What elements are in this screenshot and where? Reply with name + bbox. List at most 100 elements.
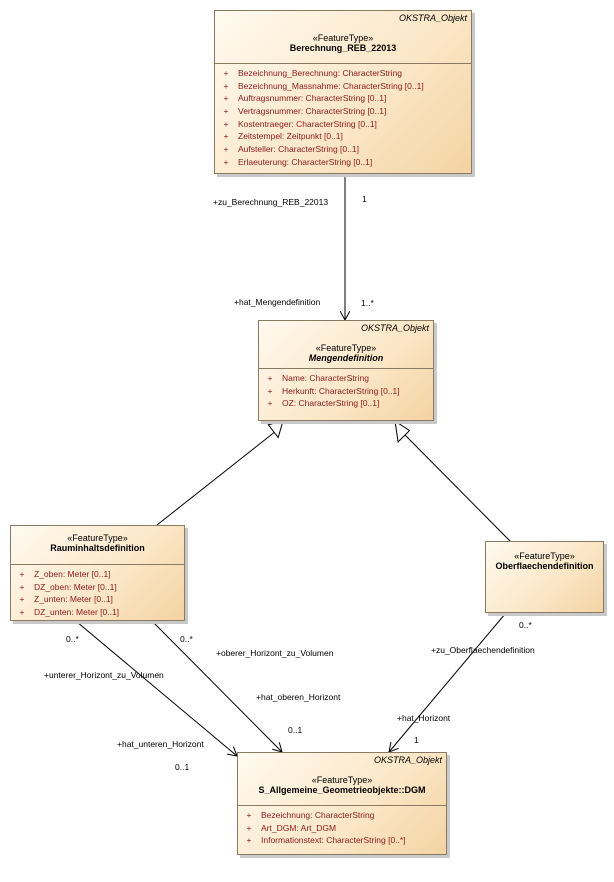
attribute-compartment: + Name: CharacterString + Herkunft: Charact… [259,368,433,410]
attribute-text: OZ: CharacterString [0..1] [282,398,380,409]
attribute-row[interactable]: + DZ_oben: Meter [0..1] [11,581,184,594]
role-hat-mengendefinition: +hat_Mengendefinition [234,297,321,307]
class-name: Rauminhaltsdefinition [50,543,145,553]
attribute-text: DZ_unten: Meter [0..1] [34,607,120,618]
attribute-text: Name: CharacterString [282,373,369,383]
attribute-row[interactable]: + Herkunft: CharacterString [0..1] [259,385,433,398]
attribute-compartment: + Z_oben: Meter [0..1] + DZ_oben: Meter [0.… [11,564,184,619]
attribute-row[interactable]: + Vertragsnummer: CharacterString [0..1] [215,105,471,118]
attribute-text: Z_oben: Meter [0..1] [34,569,111,579]
visibility-marker: + [246,835,252,846]
attribute-text: Aufsteller: CharacterString [0..1] [238,144,359,155]
multiplicity-label: 1 [414,735,419,745]
class-name: Berechnung_REB_22013 [289,43,397,53]
visibility-marker: + [267,385,273,396]
namespace-label: OKSTRA_Objekt [373,755,442,765]
multiplicity-label: 1 [362,194,367,204]
stereotype-label: «FeatureType» [312,33,374,43]
visibility-marker: + [223,144,229,155]
attribute-row[interactable]: + Bezeichnung_Berechnung: CharacterString [215,67,471,80]
attribute-text: Herkunft: CharacterString [0..1] [282,385,400,396]
attribute-row[interactable]: + Kostentraeger: CharacterString [0..1] [215,118,471,131]
attribute-compartment: + Bezeichnung: CharacterString + Art_DGM: A… [238,805,446,847]
multiplicity-label: 0..* [519,620,532,630]
stereotype-label: «FeatureType» [311,775,373,785]
multiplicity-label: 0..* [66,634,79,644]
class-name: Mengendefinition [308,353,384,363]
class-name: Oberflaechendefinition [495,561,594,571]
attribute-compartment: + Bezeichnung_Berechnung: CharacterString… [215,63,471,169]
class-oberflaechendefinition[interactable]: «FeatureType» Oberflaechendefinition [485,541,604,613]
generalization-arrowhead-left [267,420,284,439]
class-rauminhaltsdefinition[interactable]: «FeatureType» Rauminhaltsdefinition + Z_o… [10,525,185,621]
visibility-marker: + [223,68,229,78]
multiplicity-label: 0..* [180,634,193,644]
visibility-marker: + [267,373,273,383]
class-mengendefinition[interactable]: OKSTRA_Objekt «FeatureType» Mengendefini… [258,320,434,421]
role-unterer-horizont-zu-volumen: +unterer_Horizont_zu_Volumen [44,670,164,680]
attribute-text: Z_unten: Meter [0..1] [34,594,113,605]
visibility-marker: + [19,581,25,592]
visibility-marker: + [223,106,229,117]
role-hat-oberen-horizont: +hat_oberen_Horizont [256,692,341,702]
namespace-label: OKSTRA_Objekt [398,13,467,23]
visibility-marker: + [19,594,25,605]
visibility-marker: + [267,398,273,409]
role-hat-unteren-horizont: +hat_unteren_Horizont [117,739,204,749]
class-header: «FeatureType» Rauminhaltsdefinition [11,526,184,564]
attribute-text: Erlaeuterung: CharacterString [0..1] [238,156,373,167]
visibility-marker: + [223,156,229,167]
attribute-row[interactable]: + OZ: CharacterString [0..1] [259,397,433,410]
attribute-text: DZ_oben: Meter [0..1] [34,581,117,592]
attribute-row[interactable]: + DZ_unten: Meter [0..1] [11,606,184,619]
attribute-text: Bezeichnung_Berechnung: CharacterString [238,68,402,78]
visibility-marker: + [19,569,25,579]
role-oberer-horizont-zu-volumen: +oberer_Horizont_zu_Volumen [216,648,334,658]
attribute-text: Kostentraeger: CharacterString [0..1] [238,118,377,129]
attribute-text: Bezeichnung_Massnahme: CharacterString [… [238,80,424,91]
attribute-row[interactable]: + Name: CharacterString [259,372,433,385]
multiplicity-label: 1..* [361,298,374,308]
attribute-text: Art_DGM: Art_DGM [261,822,337,833]
visibility-marker: + [19,607,25,618]
attribute-row[interactable]: + Informationstext: CharacterString [0..*… [238,834,446,847]
class-berechnung-reb-22013[interactable]: OKSTRA_Objekt «FeatureType» Berechnung_R… [214,10,472,174]
visibility-marker: + [223,118,229,129]
stereotype-label: «FeatureType» [67,533,128,543]
attribute-row[interactable]: +Zeitstempel: Zeitpunkt [0..1] [215,130,471,143]
role-zu-oberflaechendefinition: +zu_Oberflaechendefinition [431,645,535,655]
attribute-text: Bezeichnung: CharacterString [261,810,375,820]
attribute-row[interactable]: +Auftragsnummer: CharacterString [0..1] [215,92,471,105]
attribute-row[interactable]: + Art_DGM: Art_DGM [238,822,446,835]
visibility-marker: + [246,810,252,820]
attribute-text: Informationstext: CharacterString [0..*] [261,835,406,846]
assoc-oberer-horizont [153,622,282,752]
attribute-row[interactable]: + Aufsteller: CharacterString [0..1] [215,143,471,156]
role-hat-horizont: +hat_Horizont [397,713,451,723]
multiplicity-label: 0..1 [175,762,190,772]
attribute-text: Vertragsnummer: CharacterString [0..1] [238,106,387,117]
visibility-marker: + [223,131,229,142]
stereotype-label: «FeatureType» [514,551,575,561]
attribute-row[interactable]: + Bezeichnung: CharacterString [238,809,446,822]
attribute-row[interactable]: + Bezeichnung_Massnahme: CharacterString … [215,80,471,93]
class-header: OKSTRA_Objekt «FeatureType» Mengendefini… [259,321,433,368]
class-header: OKSTRA_Objekt «FeatureType» S_Allgemeine… [238,753,446,805]
generalization-oberflaeche [401,431,511,542]
visibility-marker: + [246,822,252,833]
attribute-row[interactable]: + Z_oben: Meter [0..1] [11,568,184,581]
class-name: S_Allgemeine_Geometrieobjekte::DGM [258,785,426,795]
role-zu-berechnung: +zu_Berechnung_REB_22013 [213,197,329,207]
attribute-row[interactable]: + Erlaeuterung: CharacterString [0..1] [215,156,471,169]
assoc-horizont [389,614,505,752]
visibility-marker: + [223,93,229,104]
generalization-arrowhead-right [394,419,411,443]
attribute-row[interactable]: + Z_unten: Meter [0..1] [11,593,184,606]
assoc-unterer-horizont [77,622,237,756]
stereotype-label: «FeatureType» [315,343,377,353]
class-dgm[interactable]: OKSTRA_Objekt «FeatureType» S_Allgemeine… [237,752,447,855]
class-header: «FeatureType» Oberflaechendefinition [486,542,603,614]
visibility-marker: + [223,80,229,91]
